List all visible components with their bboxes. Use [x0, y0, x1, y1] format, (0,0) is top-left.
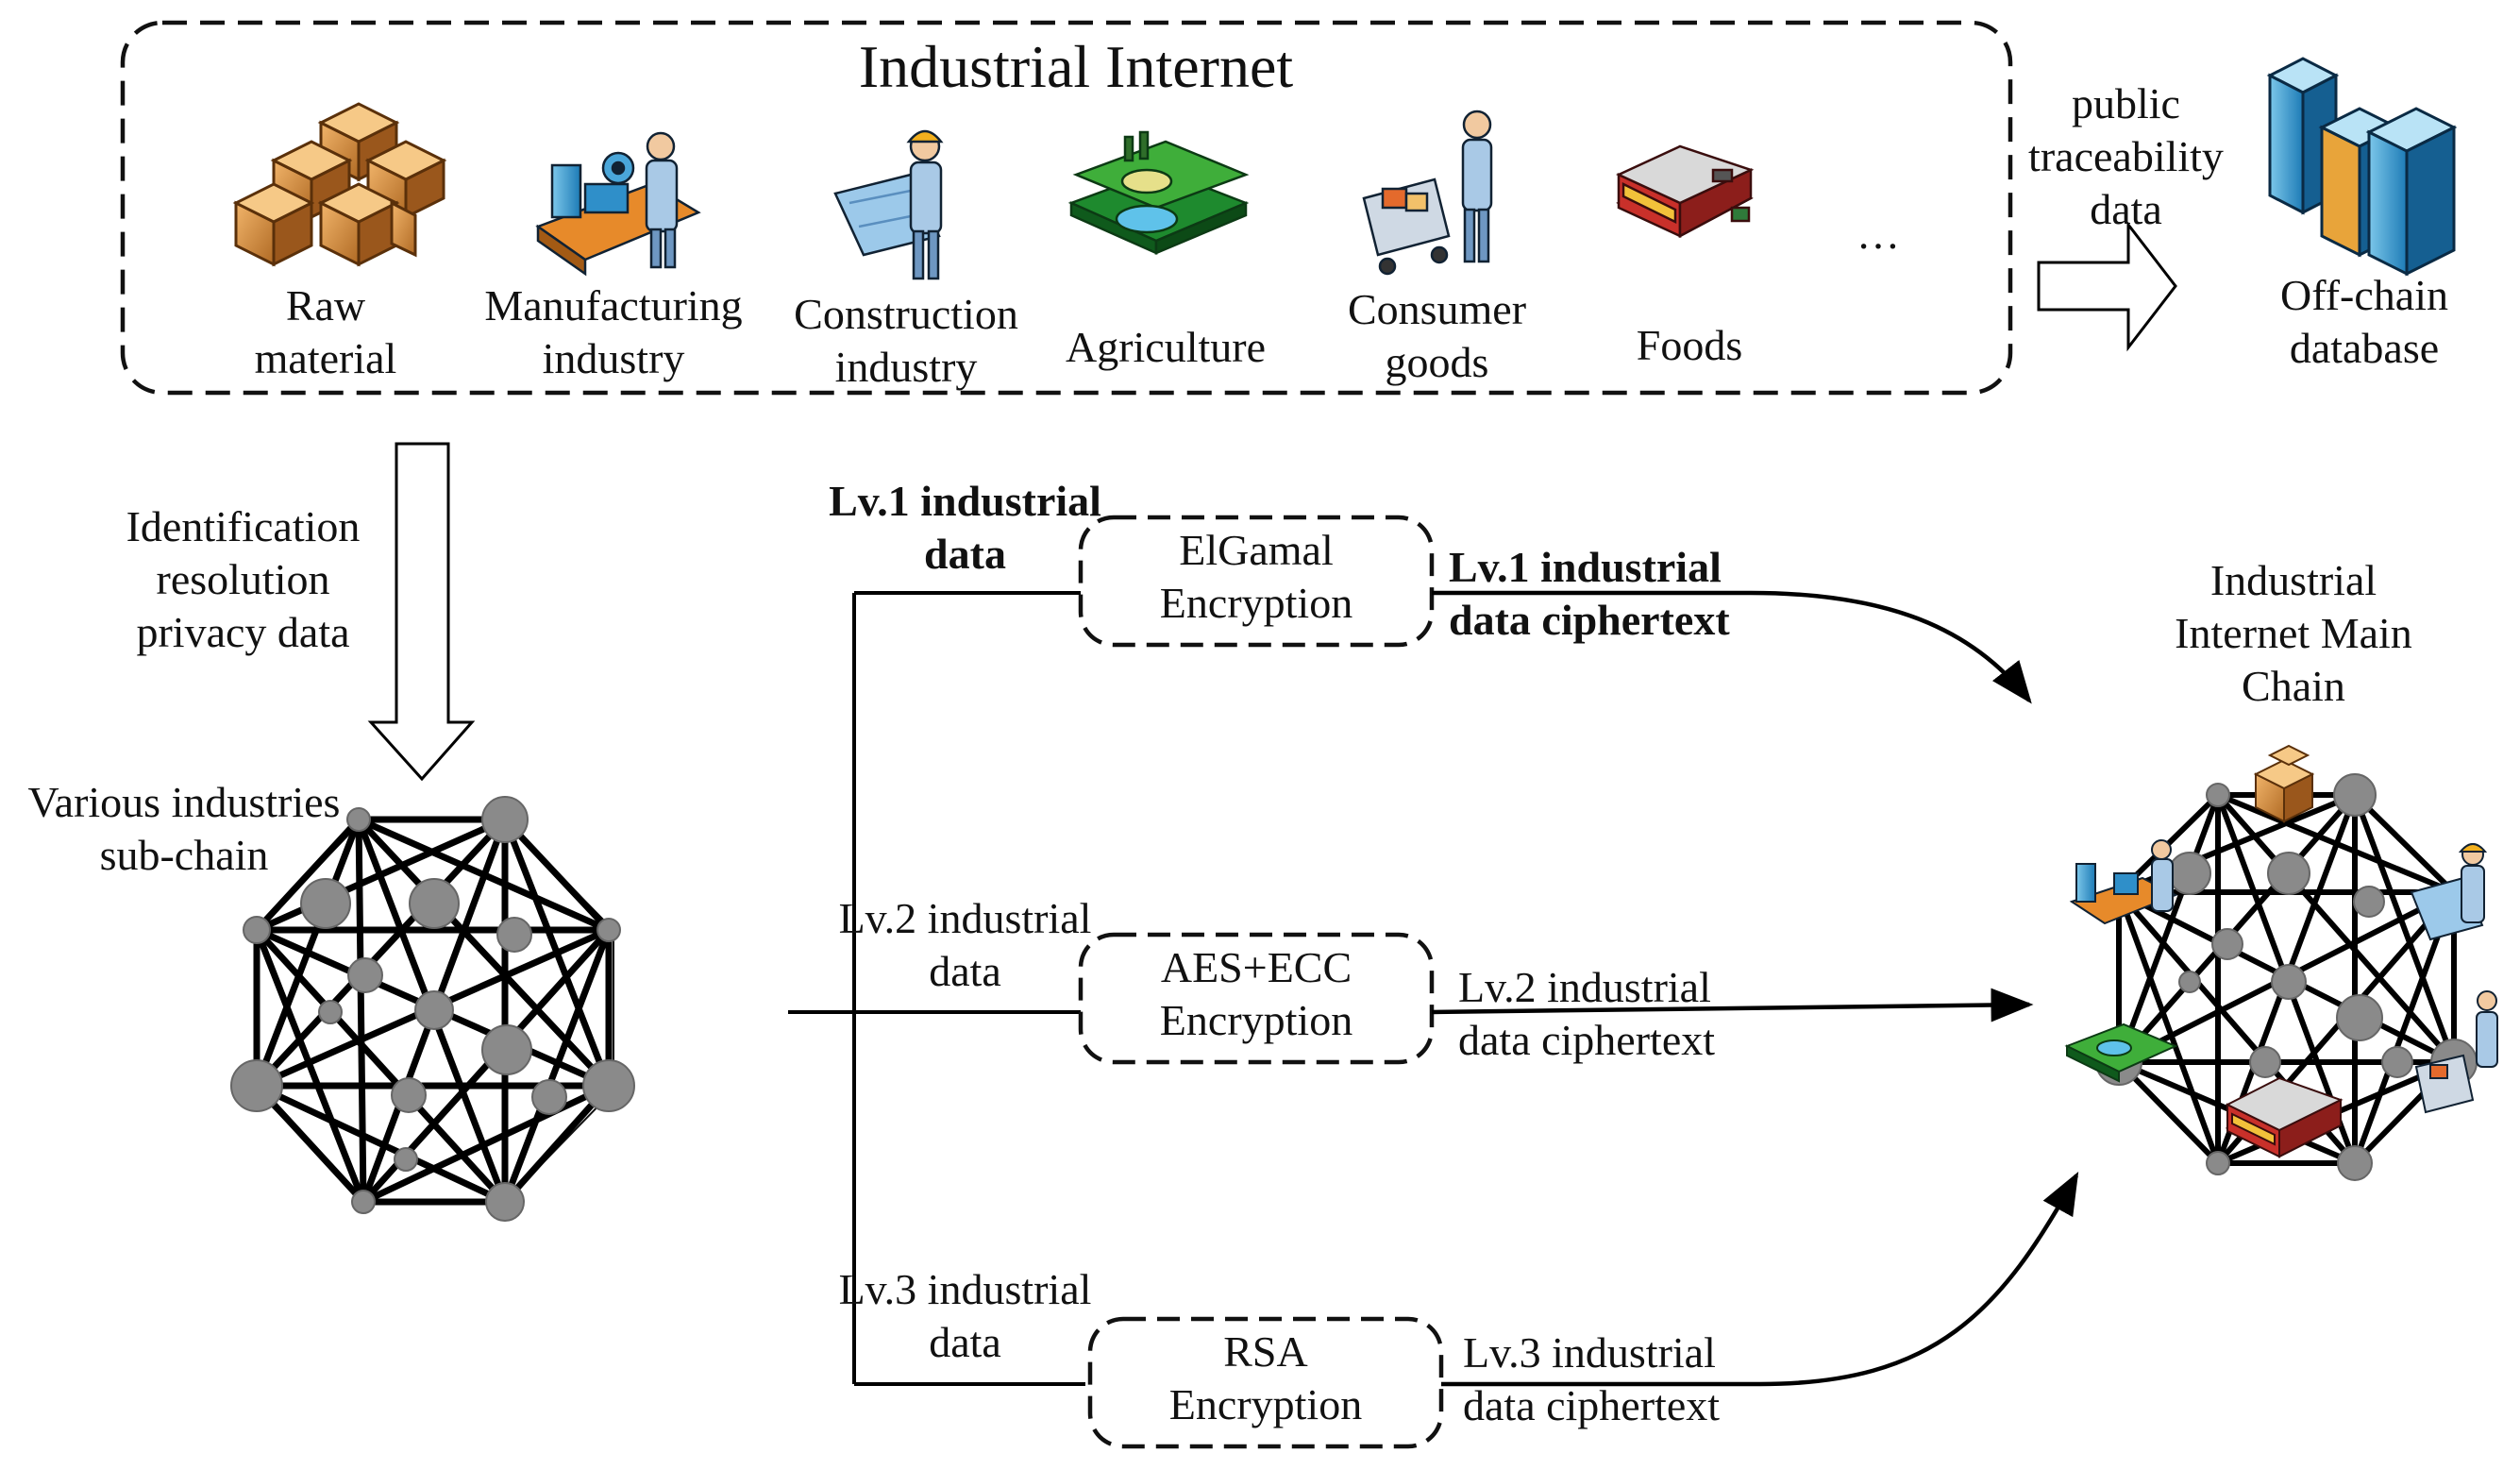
database-server-icon	[2266, 57, 2458, 277]
diagram-title: Industrial Internet	[858, 33, 1294, 100]
main-construction-icon	[2410, 843, 2488, 941]
industry-foods-label: Foods	[1636, 321, 1743, 369]
main-farm-icon	[2064, 1022, 2178, 1083]
main-store-icon	[2225, 1076, 2344, 1158]
main-factory-icon	[2069, 839, 2178, 925]
store-icon	[1616, 144, 1755, 239]
enc-box-1	[1078, 515, 1435, 648]
connector-lines	[788, 591, 1085, 1386]
right-outline-arrow	[2037, 220, 2177, 352]
enc-box-3	[1087, 1316, 1444, 1449]
farm-field-icon	[1067, 130, 1250, 255]
enc-box-2	[1078, 932, 1435, 1065]
main-chain-network	[2064, 744, 2498, 1181]
shopping-cart-icon	[1362, 110, 1493, 276]
output-arrows	[1431, 590, 2079, 1387]
factory-worker-icon	[535, 131, 701, 277]
ellipsis-label: …	[1856, 210, 1900, 258]
main-crates-icon	[2253, 744, 2315, 823]
down-outline-arrow	[367, 442, 476, 782]
sub-chain-network	[230, 796, 635, 1222]
construction-worker-icon	[833, 129, 944, 280]
industrial-internet-group	[120, 20, 2013, 396]
industry-agriculture-label: Agriculture	[1065, 323, 1267, 371]
crates-icon	[232, 102, 447, 267]
main-cart-icon	[2414, 990, 2498, 1114]
